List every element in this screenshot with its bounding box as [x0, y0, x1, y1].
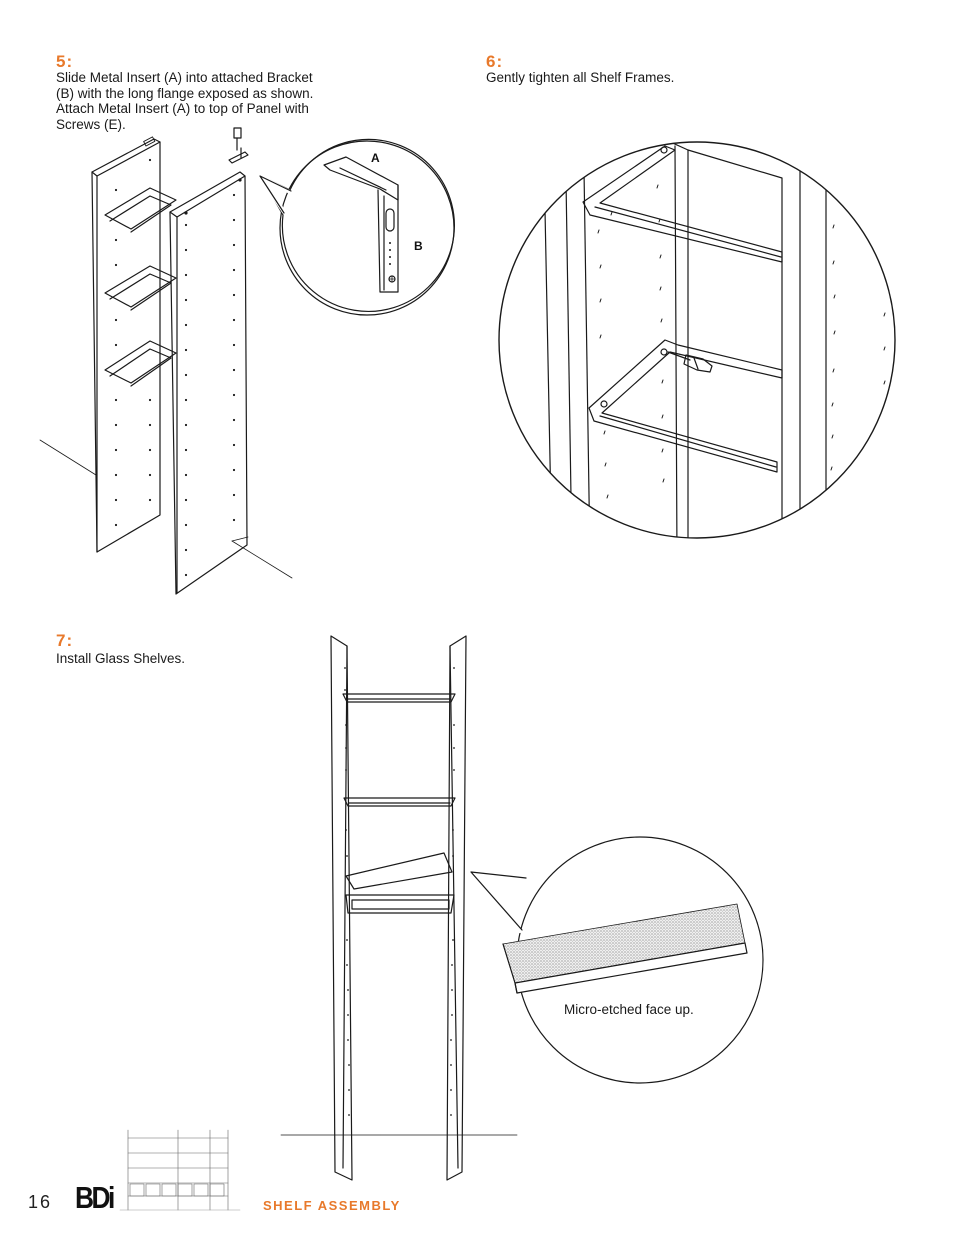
step-5-detail-callout: [258, 138, 455, 316]
step-5-number: 5:: [56, 52, 74, 71]
step-6-instructions: Gently tighten all Shelf Frames.: [486, 70, 674, 86]
step-5-illustration: [39, 127, 293, 595]
section-title: SHELF ASSEMBLY: [263, 1198, 401, 1213]
panel-holes: [344, 667, 455, 1116]
page-number: 16: [28, 1192, 53, 1212]
step-6-number: 6:: [486, 52, 504, 71]
part-b-label: B: [414, 239, 423, 253]
left-panel: [330, 635, 353, 1181]
micro-etched-note: Micro-etched face up.: [564, 1002, 694, 1017]
step-7-illustration: [280, 635, 518, 1181]
step-7-instructions: Install Glass Shelves.: [56, 651, 185, 667]
panel-hole-dots: [114, 158, 242, 577]
step-5-line-1: Slide Metal Insert (A) into attached Bra…: [56, 70, 313, 85]
step-5-line-4: Screws (E).: [56, 116, 126, 132]
footer-grid-graphic: [119, 1129, 241, 1211]
step-7-line-1: Install Glass Shelves.: [56, 651, 186, 666]
screwdriver-icon: [667, 351, 713, 373]
step-5-line-2: (B) with the long flange exposed as show…: [56, 85, 314, 101]
bdi-logo: BDi: [75, 1180, 115, 1215]
part-a-label: A: [371, 151, 380, 165]
shelf-frames: [104, 187, 177, 387]
step-7-number: 7:: [56, 631, 74, 650]
screw-icon: [228, 127, 249, 164]
step-5-line-3: Attach Metal Insert (A) to top of Panel …: [56, 101, 309, 116]
step-5-instructions: Slide Metal Insert (A) into attached Bra…: [56, 70, 313, 132]
front-panel: [169, 171, 248, 595]
step-7-detail-callout: [469, 836, 764, 1084]
back-panel: [91, 138, 161, 553]
right-panel: [446, 635, 467, 1181]
glass-shelves: [342, 693, 456, 914]
step-6-line-1: Gently tighten all Shelf Frames.: [486, 70, 675, 85]
hole-marks: [597, 184, 886, 499]
step-6-illustration: [498, 141, 896, 539]
